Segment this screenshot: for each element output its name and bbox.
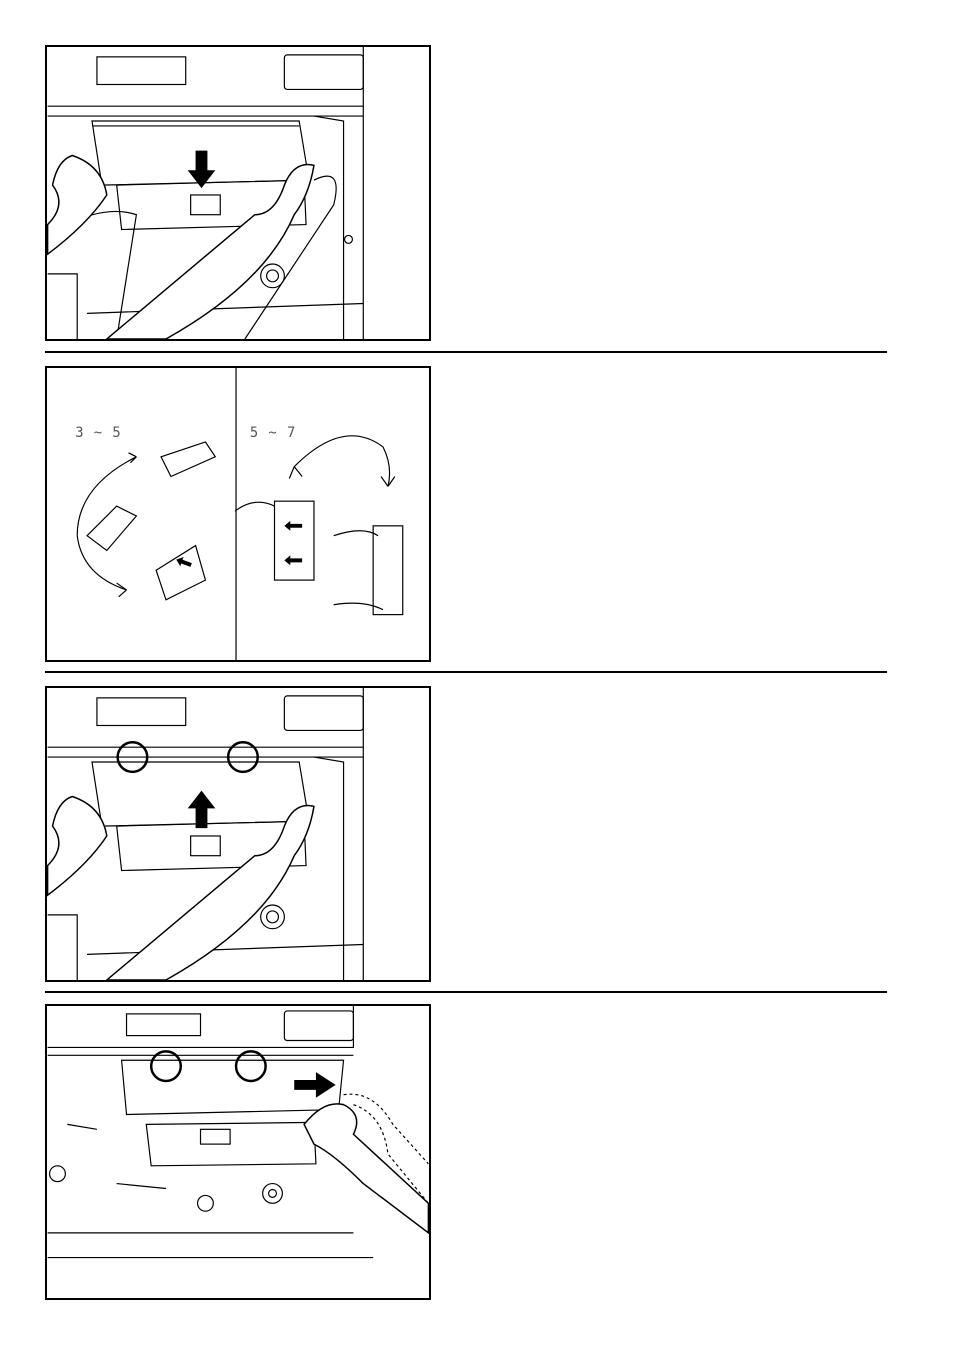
shake-count-left: 3 ~ 5 — [75, 425, 121, 441]
divider — [45, 671, 887, 673]
illustration-remove-toner — [47, 688, 429, 980]
figure-shake-cartridge: 3 ~ 5 5 ~ 7 — [45, 366, 431, 662]
arrow-up-icon — [188, 791, 216, 828]
illustration-pull-lever — [47, 1006, 429, 1298]
arrow-right-icon — [294, 1072, 335, 1098]
figure-pull-lever — [45, 1004, 431, 1300]
illustration-shake-cartridge: 3 ~ 5 5 ~ 7 — [47, 368, 429, 660]
shake-count-right: 5 ~ 7 — [250, 425, 296, 441]
figure-remove-toner — [45, 686, 431, 982]
divider — [45, 351, 887, 353]
illustration-insert-toner — [47, 47, 429, 339]
figure-insert-toner — [45, 45, 431, 341]
divider — [45, 991, 887, 993]
